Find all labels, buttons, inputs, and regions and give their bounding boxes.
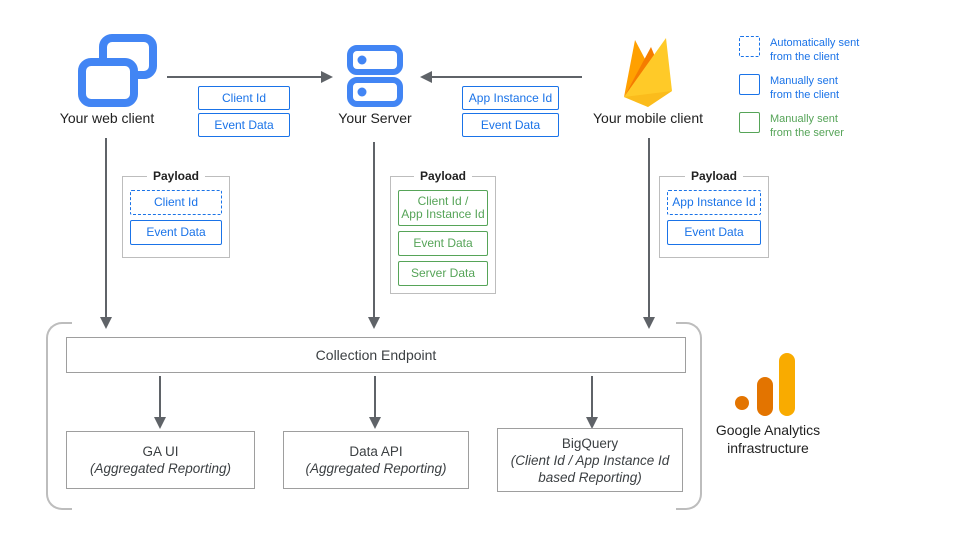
payload-item-event-data: Event Data — [130, 220, 222, 245]
web-down-arrow-line — [105, 138, 107, 318]
web-down-arrowhead-icon — [100, 317, 112, 329]
legend-item-auto-client: Automatically sent from the client — [739, 36, 859, 64]
group-bracket-right — [676, 322, 702, 510]
legend-item-manual-server: Manually sent from the server — [739, 112, 844, 140]
legend-swatch-solid-green — [739, 112, 760, 133]
web-to-server-arrowhead-icon — [321, 71, 333, 83]
legend-swatch-solid-blue — [739, 74, 760, 95]
server-payload-box: Payload Client Id / App Instance Id Even… — [390, 169, 496, 294]
endpoint-to-dataapi-arrowhead-icon — [369, 417, 381, 429]
bigquery-box: BigQuery (Client Id / App Instance Id ba… — [497, 428, 683, 492]
payload-item-event-data: Event Data — [667, 220, 761, 245]
server-label: Your Server — [338, 110, 412, 126]
server-down-arrowhead-icon — [368, 317, 380, 329]
endpoint-to-gaui-arrowhead-icon — [154, 417, 166, 429]
server-down-arrow-line — [373, 142, 375, 318]
bigquery-subtitle-line2: based Reporting) — [538, 469, 642, 485]
mobile-client-label: Your mobile client — [593, 110, 703, 126]
web-payload-box: Payload Client Id Event Data — [122, 169, 230, 258]
endpoint-to-dataapi-arrow-line — [374, 376, 376, 418]
google-analytics-logo-dot-icon — [735, 396, 749, 410]
mobile-down-arrow-line — [648, 138, 650, 318]
payload-item-client-id: Client Id — [130, 190, 222, 215]
payload-item-client-or-app-instance-id: Client Id / App Instance Id — [398, 190, 488, 226]
google-analytics-logo-tallbar-icon — [779, 353, 795, 416]
endpoint-to-bigquery-arrow-line — [591, 376, 593, 418]
mobile-to-server-arrow-line — [432, 76, 582, 78]
flow-label-event-data-web: Event Data — [198, 113, 290, 137]
data-api-box: Data API (Aggregated Reporting) — [283, 431, 469, 489]
legend-text: Manually sent from the server — [770, 113, 844, 139]
payload-title: Payload — [684, 169, 744, 183]
legend-swatch-dashed-blue — [739, 36, 760, 57]
web-to-server-arrow-line — [167, 76, 322, 78]
ga-ui-box: GA UI (Aggregated Reporting) — [66, 431, 255, 489]
server-icon — [347, 45, 403, 107]
payload-item-event-data: Event Data — [398, 231, 488, 256]
legend-text: Manually sent from the client — [770, 75, 840, 101]
endpoint-to-bigquery-arrowhead-icon — [586, 417, 598, 429]
data-api-title: Data API — [349, 444, 403, 459]
firebase-mobile-client-icon — [624, 38, 672, 107]
data-api-subtitle: (Aggregated Reporting) — [305, 461, 447, 476]
payload-title: Payload — [413, 169, 473, 183]
mobile-payload-box: Payload App Instance Id Event Data — [659, 169, 769, 258]
ga-ui-title: GA UI — [142, 444, 179, 459]
web-client-icon — [78, 34, 157, 107]
ga-ui-subtitle: (Aggregated Reporting) — [89, 461, 232, 476]
collection-endpoint-box: Collection Endpoint — [66, 337, 686, 373]
payload-item-server-data: Server Data — [398, 261, 488, 286]
flow-label-client-id: Client Id — [198, 86, 290, 110]
legend-item-manual-client: Manually sent from the client — [739, 74, 839, 102]
mobile-down-arrowhead-icon — [643, 317, 655, 329]
mobile-to-server-arrowhead-icon — [420, 71, 432, 83]
endpoint-to-gaui-arrow-line — [159, 376, 161, 418]
google-analytics-infrastructure-label: Google Analytics infrastructure — [715, 422, 821, 456]
legend-text: Automatically sent from the client — [770, 37, 860, 63]
collection-endpoint-label: Collection Endpoint — [315, 346, 437, 363]
google-analytics-logo-midbar-icon — [757, 377, 773, 416]
payload-title: Payload — [146, 169, 206, 183]
flow-label-app-instance-id: App Instance Id — [462, 86, 559, 110]
flow-label-event-data-mobile: Event Data — [462, 113, 559, 137]
bigquery-subtitle-line1: (Client Id / App Instance Id — [510, 452, 670, 468]
group-bracket-left — [46, 322, 72, 510]
payload-item-app-instance-id: App Instance Id — [667, 190, 761, 215]
web-client-label: Your web client — [59, 110, 155, 126]
bigquery-title: BigQuery — [561, 435, 619, 451]
